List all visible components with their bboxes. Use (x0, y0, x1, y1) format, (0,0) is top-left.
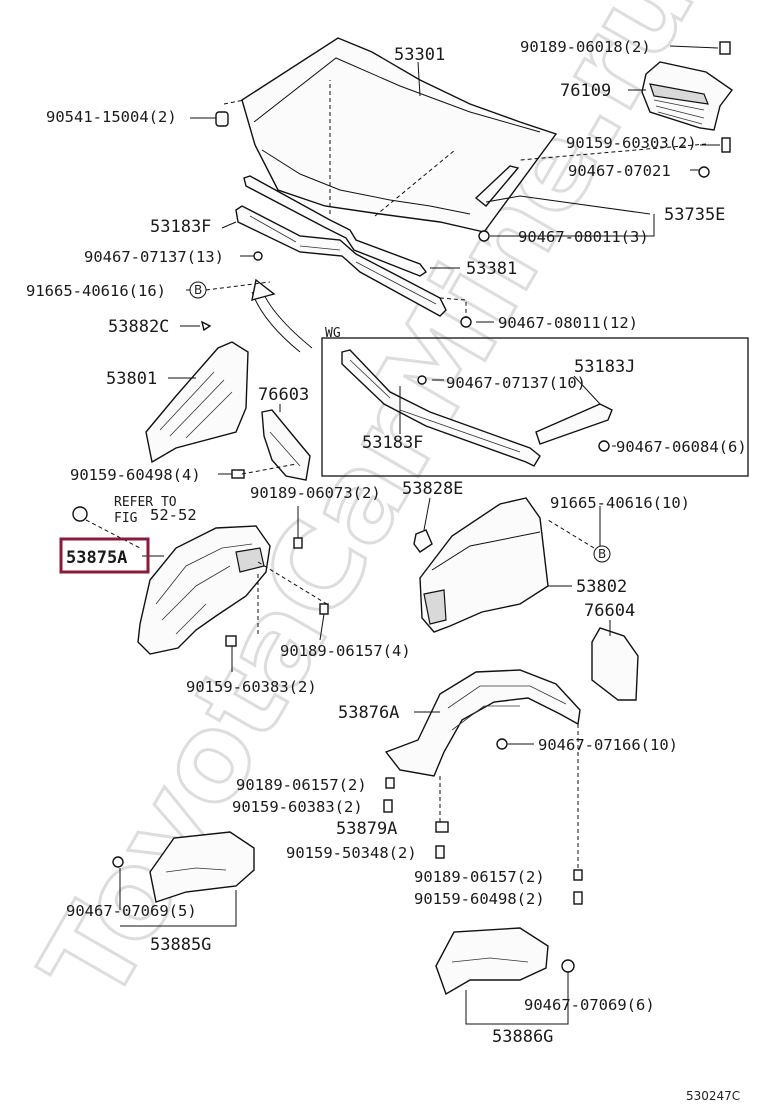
label-90159-60498-4: 90159-60498(4) (70, 466, 201, 484)
label-53735E: 53735E (664, 205, 725, 225)
label-53879A: 53879A (336, 819, 397, 839)
hood-lock-support[interactable] (235, 205, 447, 317)
screw-90159-50348[interactable] (435, 845, 445, 859)
screw-90159-60383-2a[interactable] (225, 635, 237, 647)
clip-90189-06157-2a[interactable] (385, 777, 395, 789)
clip-90467-07137-13[interactable] (253, 251, 263, 261)
hood-panel[interactable] (241, 37, 558, 233)
callout-marker-b-upper: B (194, 283, 202, 297)
screw-90159-60303[interactable] (721, 137, 731, 153)
splash-shield-53886G[interactable] (435, 927, 549, 996)
highlight-box-53875A[interactable] (59, 537, 150, 574)
clip-90467-07069-6[interactable] (561, 959, 575, 973)
label-53801: 53801 (106, 369, 157, 389)
label-76603: 76603 (258, 385, 309, 405)
label-90189-06157-4: 90189-06157(4) (280, 642, 411, 660)
label-53886G: 53886G (492, 1027, 553, 1047)
clip-90189-06073[interactable] (293, 537, 303, 549)
clip-90189-06018[interactable] (719, 41, 731, 55)
clip-refer-52-52[interactable] (72, 506, 88, 522)
label-90189-06073: 90189-06073(2) (250, 484, 381, 502)
clip-90467-06084[interactable] (598, 440, 610, 452)
label-76604: 76604 (584, 601, 635, 621)
splash-shield-53885G[interactable] (149, 831, 255, 903)
hood-side-seal[interactable] (474, 165, 520, 207)
label-91665-40616-10: 91665-40616(10) (550, 494, 690, 512)
wg-marker: WG (325, 326, 341, 341)
label-90159-60303: 90159-60303(2) (566, 134, 697, 152)
cowl-vent-76109[interactable] (641, 61, 733, 131)
label-90159-60383-2b: 90159-60383(2) (232, 798, 363, 816)
fender-liner-53875A[interactable] (137, 525, 271, 655)
mudguard-76603[interactable] (261, 409, 311, 481)
label-90467-08011-12: 90467-08011(12) (498, 314, 638, 332)
label-90467-07069-5: 90467-07069(5) (66, 902, 197, 920)
label-53876A: 53876A (338, 703, 399, 723)
front-fender-53802[interactable] (419, 497, 549, 633)
label-53882C: 53882C (108, 317, 169, 337)
clip-53882C[interactable] (200, 320, 212, 332)
label-90541-15004: 90541-15004(2) (46, 108, 177, 126)
label-76109: 76109 (560, 81, 611, 101)
refer-fig-number: 52-52 (150, 506, 197, 524)
clip-90189-06157-4[interactable] (319, 603, 329, 615)
figure-code: 530247C (686, 1089, 740, 1103)
label-53885G: 53885G (150, 935, 211, 955)
label-91665-40616-16: 91665-40616(16) (26, 282, 166, 300)
label-53802: 53802 (576, 577, 627, 597)
callout-marker-b-lower: B (598, 547, 606, 561)
screw-90159-60383-2b[interactable] (383, 799, 393, 813)
clip-90541-15004[interactable] (215, 111, 229, 127)
refer-to-line1: REFER TO (114, 495, 177, 510)
label-90189-06157-2b: 90189-06157(2) (414, 868, 545, 886)
wg-seal-53183J[interactable] (535, 403, 613, 445)
label-53183F-box: 53183F (362, 433, 423, 453)
clip-90467-07021[interactable] (698, 166, 710, 178)
fender-liner-53876A[interactable] (384, 669, 581, 777)
screw-90159-60498-2[interactable] (573, 891, 583, 905)
label-53381: 53381 (466, 259, 517, 279)
clip-90467-08011-3[interactable] (478, 230, 490, 242)
label-90467-06084: 90467-06084(6) (616, 438, 747, 456)
label-90467-07166: 90467-07166(10) (538, 736, 678, 754)
clip-90467-08011-12[interactable] (460, 316, 472, 328)
label-53301: 53301 (394, 45, 445, 65)
clip-53879A[interactable] (435, 821, 449, 833)
hood-seal-upper[interactable] (243, 175, 428, 277)
label-90467-07137-10: 90467-07137(10) (446, 374, 586, 392)
label-90159-50348: 90159-50348(2) (286, 844, 417, 862)
mudguard-76604[interactable] (591, 627, 639, 701)
label-90467-07069-6: 90467-07069(6) (524, 996, 655, 1014)
clip-90467-07069-5[interactable] (112, 856, 124, 868)
refer-to-line2: FIG (114, 511, 138, 526)
wg-hood-seal[interactable] (341, 349, 541, 467)
clip-90467-07166[interactable] (496, 738, 508, 750)
clip-90189-06157-2b[interactable] (573, 869, 583, 881)
label-90159-60498-2: 90159-60498(2) (414, 890, 545, 908)
label-90159-60383-2a: 90159-60383(2) (186, 678, 317, 696)
label-90467-07021: 90467-07021 (568, 162, 671, 180)
front-apron-53801[interactable] (145, 341, 249, 464)
label-90189-06018: 90189-06018(2) (520, 38, 651, 56)
label-53828E: 53828E (402, 479, 463, 499)
label-53875A: 53875A (66, 548, 127, 568)
label-53183J: 53183J (574, 357, 635, 377)
bracket-53828E[interactable] (413, 529, 433, 553)
label-90467-07137-13: 90467-07137(13) (84, 248, 224, 266)
label-53183F-top: 53183F (150, 217, 211, 237)
label-90189-06157-2a: 90189-06157(2) (236, 776, 367, 794)
clip-90467-07137-10[interactable] (417, 375, 427, 385)
wg-box (321, 337, 749, 477)
label-90467-08011-3: 90467-08011(3) (518, 228, 649, 246)
